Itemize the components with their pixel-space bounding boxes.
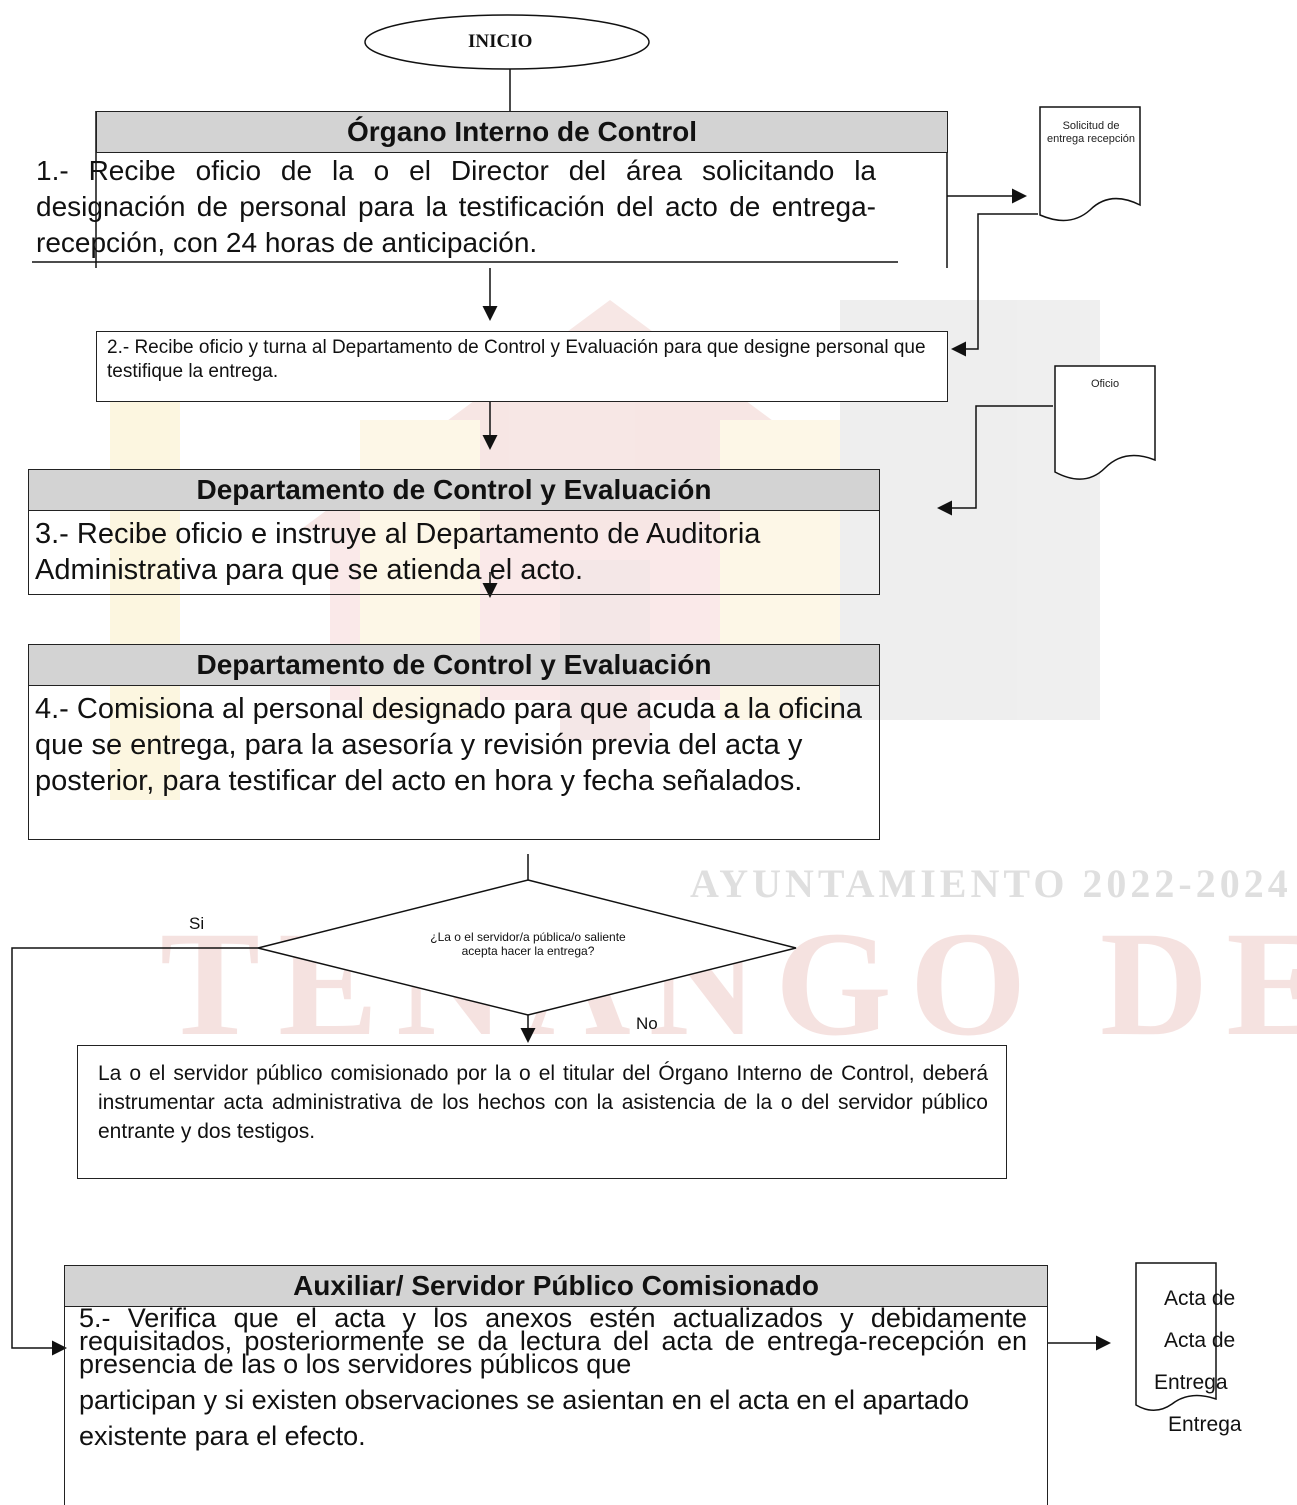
- doc2-label: Oficio: [1090, 378, 1120, 390]
- step3-text: 3.- Recibe oficio e instruye al Departam…: [28, 511, 880, 595]
- step5-text-a: 5.- Verifica que el acta y los anexos es…: [79, 1303, 1027, 1379]
- start-label: INICIO: [468, 31, 533, 52]
- start-oval: [364, 14, 650, 70]
- no-outcome-box: La o el servidor público comisionado por…: [77, 1045, 1007, 1179]
- step1-header: Órgano Interno de Control: [96, 111, 948, 153]
- doc1-return: [951, 213, 1038, 357]
- decision-question: ¿La o el servidor/a pública/o saliente a…: [430, 930, 626, 958]
- step4-text: 4.- Comisiona al personal designado para…: [28, 686, 880, 840]
- no-outcome-text: La o el servidor público comisionado por…: [98, 1062, 988, 1143]
- step5-text-b: participan y si existen observaciones se…: [79, 1385, 970, 1451]
- step1-text: 1.- Recibe oficio de la o el Director de…: [36, 155, 876, 258]
- doc3-line-2: Acta de: [1164, 1329, 1236, 1352]
- arrow-yes: [11, 947, 258, 1356]
- doc2-shape: [1054, 365, 1156, 480]
- doc3-line-1: Acta de: [1164, 1287, 1236, 1310]
- doc1-label: Solicitud de entrega recepción: [1046, 120, 1136, 145]
- doc2-connector: [937, 405, 1053, 516]
- step5-body: 5.- Verifica que el acta y los anexos es…: [64, 1303, 1048, 1505]
- decision-yes-label: Si: [189, 914, 205, 933]
- step2-box: 2.- Recibe oficio y turna al Departament…: [96, 331, 948, 402]
- doc3-line-3: Entrega: [1154, 1371, 1228, 1394]
- doc3-labels: Acta de Acta de Entrega Entrega: [1154, 1278, 1242, 1446]
- step4-header: Departamento de Control y Evaluación: [28, 644, 880, 686]
- doc1-shape: [1039, 106, 1141, 222]
- step2-text: 2.- Recibe oficio y turna al Departament…: [107, 337, 926, 382]
- doc3-line-4: Entrega: [1168, 1413, 1242, 1436]
- step3-header: Departamento de Control y Evaluación: [28, 469, 880, 511]
- step5-header: Auxiliar/ Servidor Público Comisionado: [64, 1265, 1048, 1307]
- doc3-shape: [1135, 1262, 1217, 1411]
- decision-no-label: No: [636, 1014, 658, 1033]
